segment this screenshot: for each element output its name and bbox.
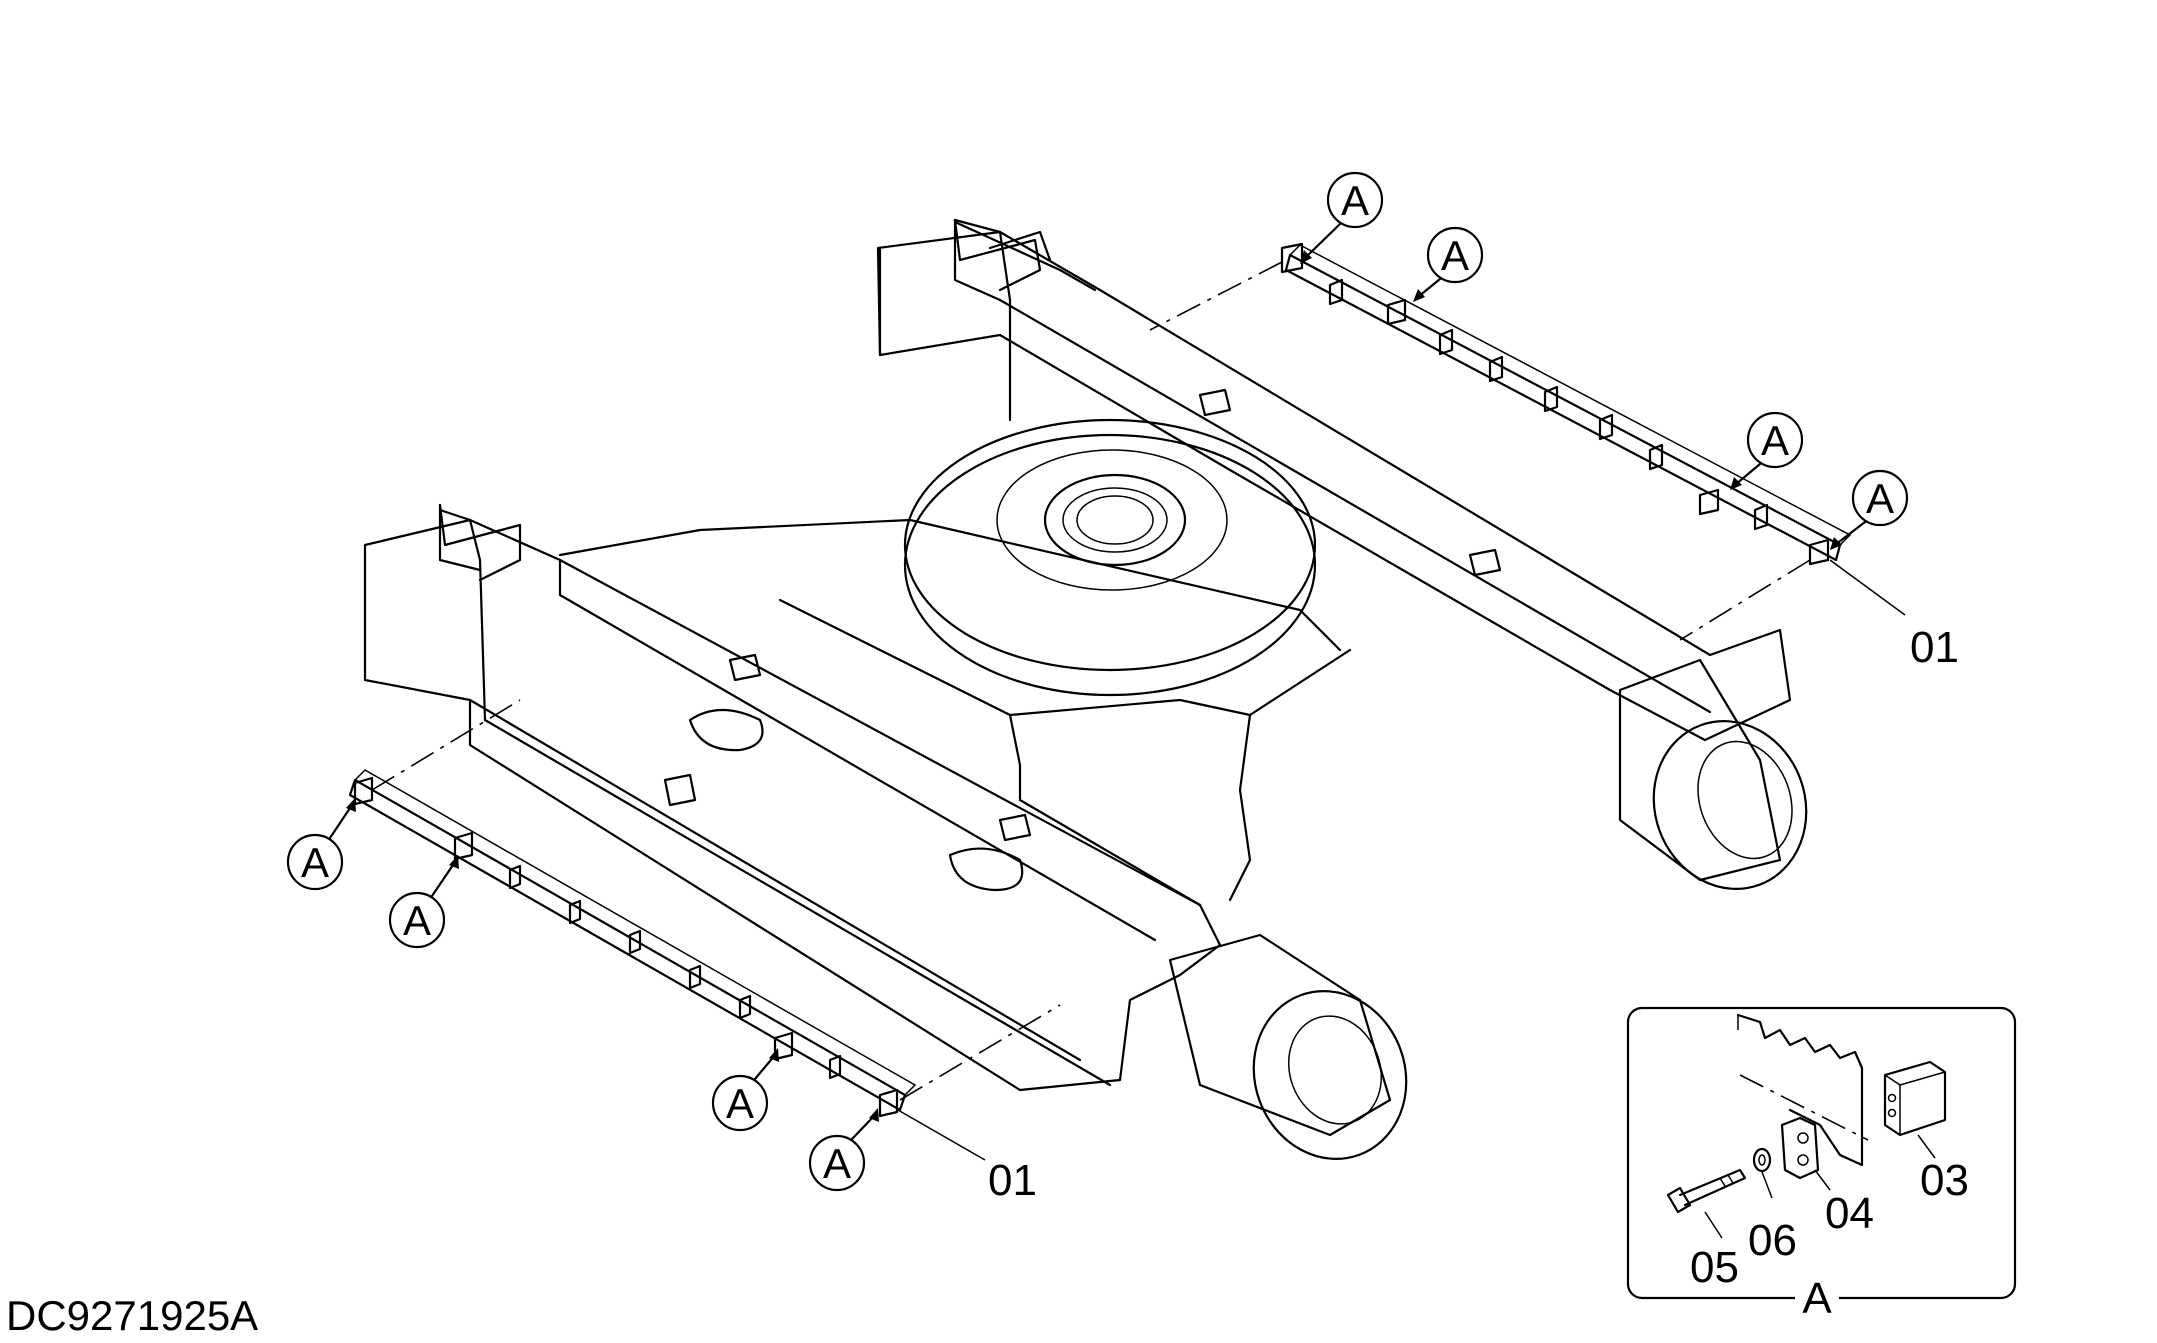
- svg-text:A: A: [1866, 475, 1894, 522]
- track-guard-left: [348, 769, 917, 1118]
- callout-a-left-4: A: [808, 1108, 879, 1192]
- callout-a-top-right-4: A: [1830, 469, 1909, 550]
- track-guard-right: [1280, 242, 1852, 566]
- plate-part-04: [1780, 1116, 1820, 1180]
- callout-a-left-1: A: [286, 798, 356, 891]
- svg-text:06: 06: [1748, 1216, 1797, 1265]
- svg-text:05: 05: [1690, 1243, 1739, 1292]
- part-label-01-left: 01: [897, 1109, 1037, 1205]
- detail-view-a: 03 04 06 05 A: [1626, 1006, 2017, 1323]
- part-label-01-right: 01: [1829, 559, 1959, 672]
- svg-text:A: A: [1341, 177, 1369, 224]
- svg-text:A: A: [301, 839, 329, 886]
- svg-text:A: A: [403, 897, 431, 944]
- svg-text:A: A: [726, 1080, 754, 1127]
- svg-text:03: 03: [1920, 1156, 1969, 1205]
- drawing-code: DC9271925A: [6, 1292, 258, 1339]
- svg-text:01: 01: [1910, 623, 1959, 672]
- assembly-line-right-bottom: [1679, 559, 1811, 641]
- svg-text:01: 01: [988, 1156, 1037, 1205]
- washer-part-06: [1752, 1147, 1772, 1173]
- block-part-03: [1883, 1060, 1947, 1137]
- callout-a-top-right-2: A: [1413, 226, 1484, 302]
- assembly-line-right-top: [1149, 261, 1283, 331]
- callout-a-top-right-3: A: [1730, 411, 1804, 490]
- detail-view-title: A: [1802, 1274, 1832, 1323]
- track-frame: [363, 218, 1808, 1160]
- callout-a-left-3: A: [711, 1048, 779, 1132]
- assembly-line-left-bottom: [899, 1004, 1061, 1101]
- svg-text:04: 04: [1825, 1189, 1874, 1238]
- callout-a-top-right-1: A: [1300, 171, 1384, 264]
- assembly-line-left-top: [371, 699, 521, 791]
- svg-text:A: A: [1761, 417, 1789, 464]
- svg-text:A: A: [823, 1140, 851, 1187]
- callout-a-left-2: A: [388, 855, 459, 949]
- svg-text:A: A: [1441, 232, 1469, 279]
- bolt-part-05: [1666, 1168, 1747, 1214]
